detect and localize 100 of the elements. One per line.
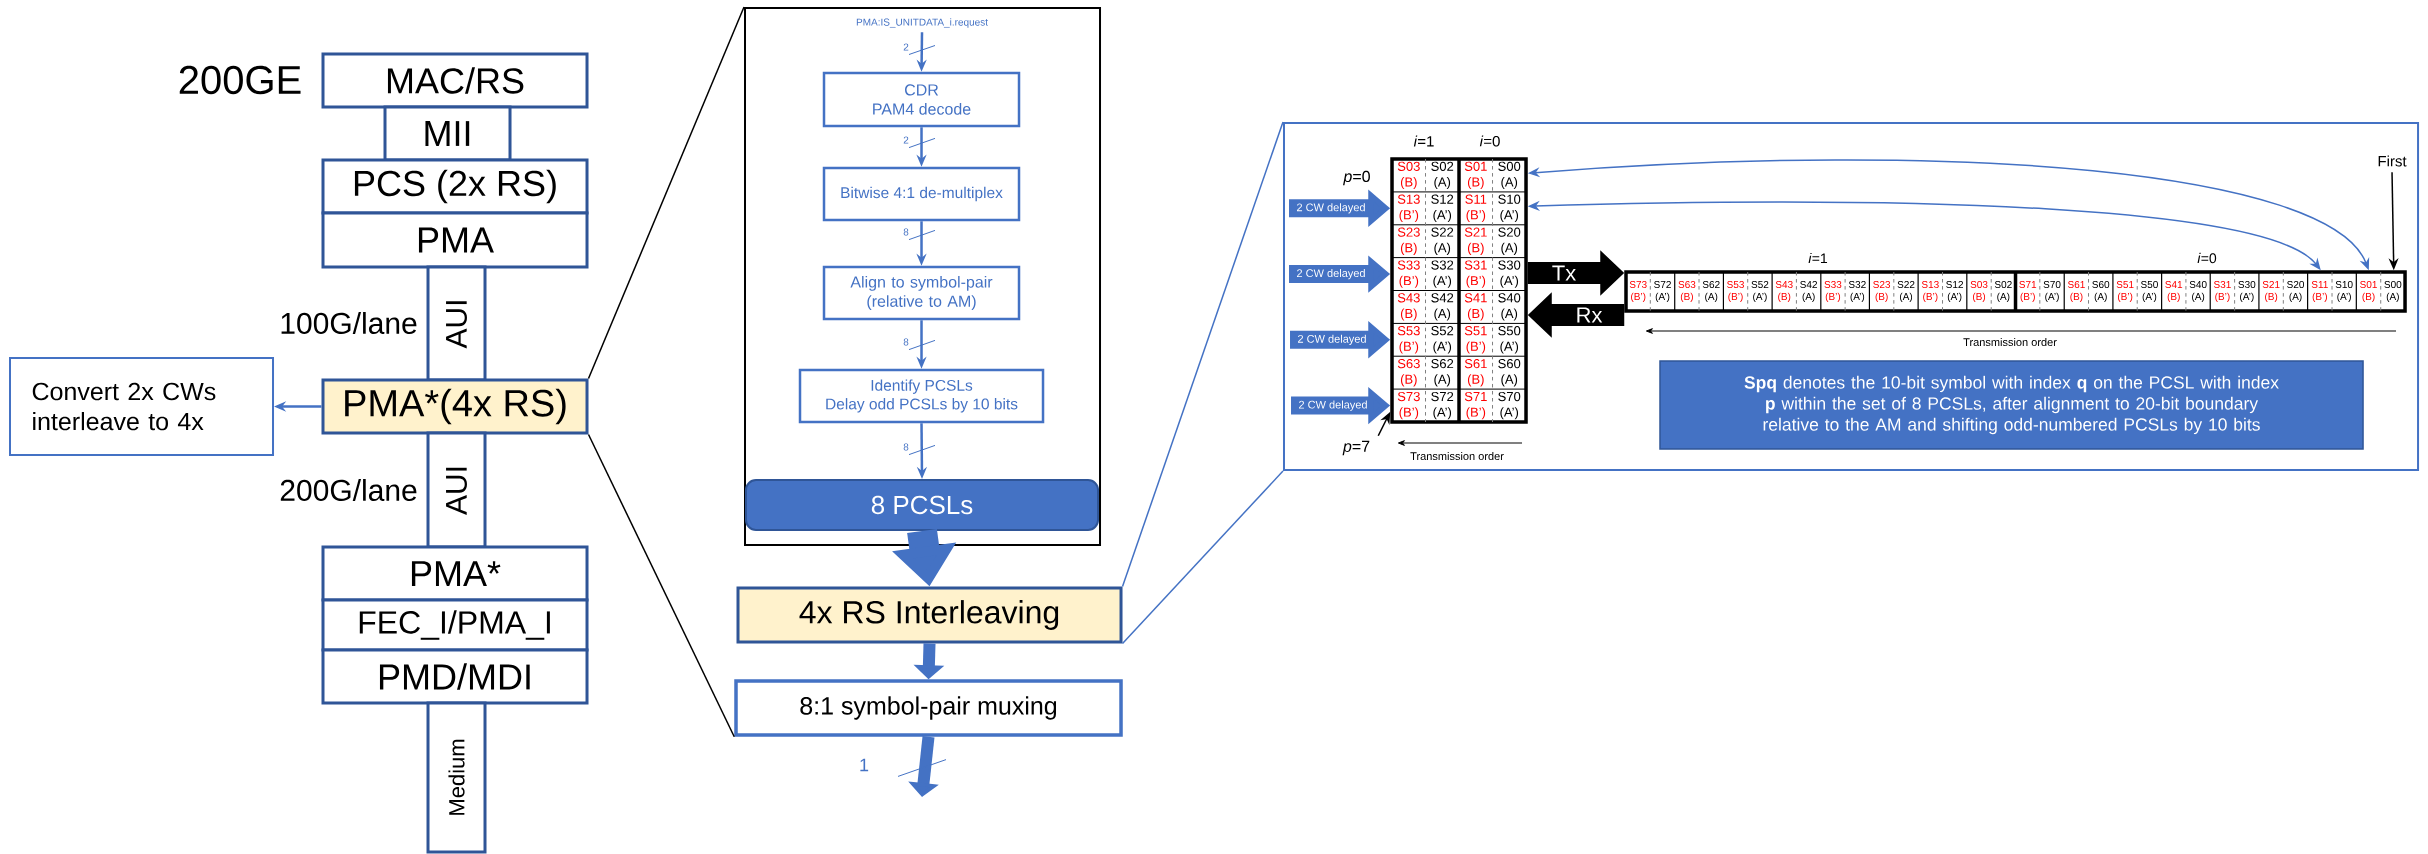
symbol-label: S23 (B) <box>1873 280 1891 303</box>
symbol-label: S30 (A’) <box>1498 260 1521 288</box>
edge-label: Tx <box>1552 265 1576 281</box>
symbol-label: S63 (B) <box>1678 280 1696 303</box>
symbol-label: S72 (A’) <box>1431 391 1454 420</box>
symbol-label: S22 (A) <box>1897 280 1915 303</box>
symbol-label: S02 (A) <box>1431 161 1454 190</box>
symbol-label: S31 (B’) <box>2214 280 2231 303</box>
edge-label: 8 <box>902 442 910 452</box>
symbol-label: S23 (B) <box>1397 227 1420 255</box>
symbol-label: S70 (A’) <box>2043 280 2061 303</box>
symbol-label: S11 (B’) <box>1465 194 1487 222</box>
symbol-label: S43 (B) <box>1775 280 1793 303</box>
symbol-label: S12 (A’) <box>1431 194 1454 222</box>
symbol-label: S33 (B’) <box>1397 260 1420 288</box>
symbol-label: S41 (B) <box>2165 280 2183 303</box>
side-label: i=1 <box>1413 135 1434 147</box>
connector-line <box>1121 470 1284 645</box>
text-label: p=7 <box>1342 440 1370 456</box>
side-label: 200G/lane <box>280 479 417 502</box>
symbol-label: S10 (A’) <box>2335 280 2353 303</box>
edge-label: Rx <box>1577 307 1603 323</box>
edge-label: 2 <box>902 42 910 52</box>
symbol-label: S71 (B’) <box>1464 391 1487 420</box>
symbol-label: S22 (A) <box>1431 227 1454 255</box>
edge-label: 8 <box>902 227 910 237</box>
symbol-label: S60 (A) <box>1498 359 1521 387</box>
order-label: Transmission order <box>1963 337 2057 347</box>
symbol-strip <box>1624 270 2407 313</box>
note-box: Spq denotes the 10-bit symbol with index q on the PCSL with index p within the set of 8 PCSLs, after alignment to 20-bit boundary relative to the AM and shifting odd-numbered PCSLs by 10 bits <box>1659 360 2364 450</box>
symbol-label: S51 (B’) <box>2116 280 2134 303</box>
symbol-label: S52 (A’) <box>1431 326 1454 354</box>
symbol-label: S32 (A’) <box>1848 280 1866 303</box>
symbol-label: S20 (A) <box>2287 280 2305 303</box>
symbol-label: S50 (A’) <box>1498 326 1521 354</box>
edge-label: 8 <box>902 337 910 347</box>
note-box: Convert 2x CWs interleave to 4x <box>9 357 274 456</box>
symbol-label: S41 (B) <box>1464 293 1487 321</box>
edge-label: 2 CW delayed <box>1297 203 1365 214</box>
layer-box: MII <box>383 105 512 162</box>
symbol-label: S53 (B’) <box>1727 280 1744 303</box>
process-box: Bitwise 4:1 de-multiplex <box>822 166 1021 222</box>
process-box: Identify PCSLs Delay odd PCSLs by 10 bits <box>798 368 1045 424</box>
symbol-label: S51 (B’) <box>1464 326 1487 354</box>
symbol-label: S61 (B) <box>1464 359 1487 387</box>
edge-label: 2 CW delayed <box>1297 269 1365 280</box>
symbol-label: S70 (A’) <box>1498 391 1521 420</box>
symbol-label: S71 (B’) <box>2019 280 2037 303</box>
symbol-label: S73 (B’) <box>1397 391 1420 420</box>
symbol-label: S00 (A) <box>1498 161 1521 190</box>
symbol-label: S50 (A’) <box>2141 280 2158 303</box>
symbol-label: S01 (B) <box>1464 161 1487 190</box>
index-label: p=0 <box>1343 170 1370 186</box>
interface-band: AUI <box>426 265 487 382</box>
side-label: i=0 <box>2197 252 2217 264</box>
symbol-label: S62 (A) <box>1431 359 1454 387</box>
interface-band: Medium <box>426 701 487 854</box>
signal-label: PMA:IS_UNITDATA_i.request <box>856 18 988 28</box>
interface-band: AUI <box>426 431 487 549</box>
edge-label: 1 <box>858 758 870 772</box>
symbol-label: S10 (A’) <box>1498 194 1521 222</box>
symbol-label: S42 (A) <box>1800 280 1817 303</box>
layer-box: FEC_I/PMA_I <box>321 598 589 652</box>
symbol-label: S63 (B) <box>1397 359 1420 387</box>
edge-label: 2 <box>902 135 910 145</box>
symbol-label: S13 (B’) <box>1921 280 1939 303</box>
symbol-label: S12 (A’) <box>1946 280 1963 303</box>
order-label: Transmission order <box>1410 451 1504 461</box>
symbol-label: S21 (B) <box>2262 280 2280 303</box>
side-label: 100G/lane <box>281 312 417 335</box>
layer-box: PMA*(4x RS) <box>321 378 589 435</box>
symbol-label: S73 (B’) <box>1629 280 1647 303</box>
layer-box: PMD/MDI <box>321 648 589 705</box>
symbol-label: S31 (B’) <box>1464 260 1487 288</box>
layer-box: 4x RS Interleaving <box>736 586 1123 644</box>
edge-label: 2 CW delayed <box>1298 334 1366 345</box>
detail-panel <box>1283 122 2420 471</box>
symbol-label: S21 (B) <box>1464 227 1487 255</box>
connector-line <box>587 6 745 380</box>
symbol-label: S40 (A) <box>1498 293 1521 321</box>
zoom-frame <box>744 7 1101 546</box>
symbol-grid <box>1390 157 1528 424</box>
lane-bar: 8 PCSLs <box>745 479 1099 531</box>
connector-line <box>1121 121 1284 588</box>
symbol-label: S60 (A) <box>2092 280 2110 303</box>
side-label: i=0 <box>1479 135 1500 147</box>
symbol-label: S42 (A) <box>1431 293 1454 321</box>
symbol-label: S11 (B’) <box>2311 280 2328 303</box>
symbol-label: S62 (A) <box>1702 280 1720 303</box>
symbol-label: S13 (B’) <box>1397 194 1420 222</box>
symbol-label: S20 (A) <box>1498 227 1521 255</box>
symbol-label: S33 (B’) <box>1824 280 1842 303</box>
symbol-label: S53 (B’) <box>1397 326 1420 354</box>
process-box: Align to symbol-pair (relative to AM) <box>822 265 1021 321</box>
symbol-label: S40 (A) <box>2189 280 2207 303</box>
text-label: First <box>2378 155 2407 167</box>
symbol-label: S72 (A’) <box>1654 280 1671 303</box>
process-box: 8:1 symbol-pair muxing <box>734 679 1123 737</box>
symbol-label: S02 (A) <box>1994 280 2012 303</box>
symbol-label: S03 (B) <box>1970 280 1988 303</box>
